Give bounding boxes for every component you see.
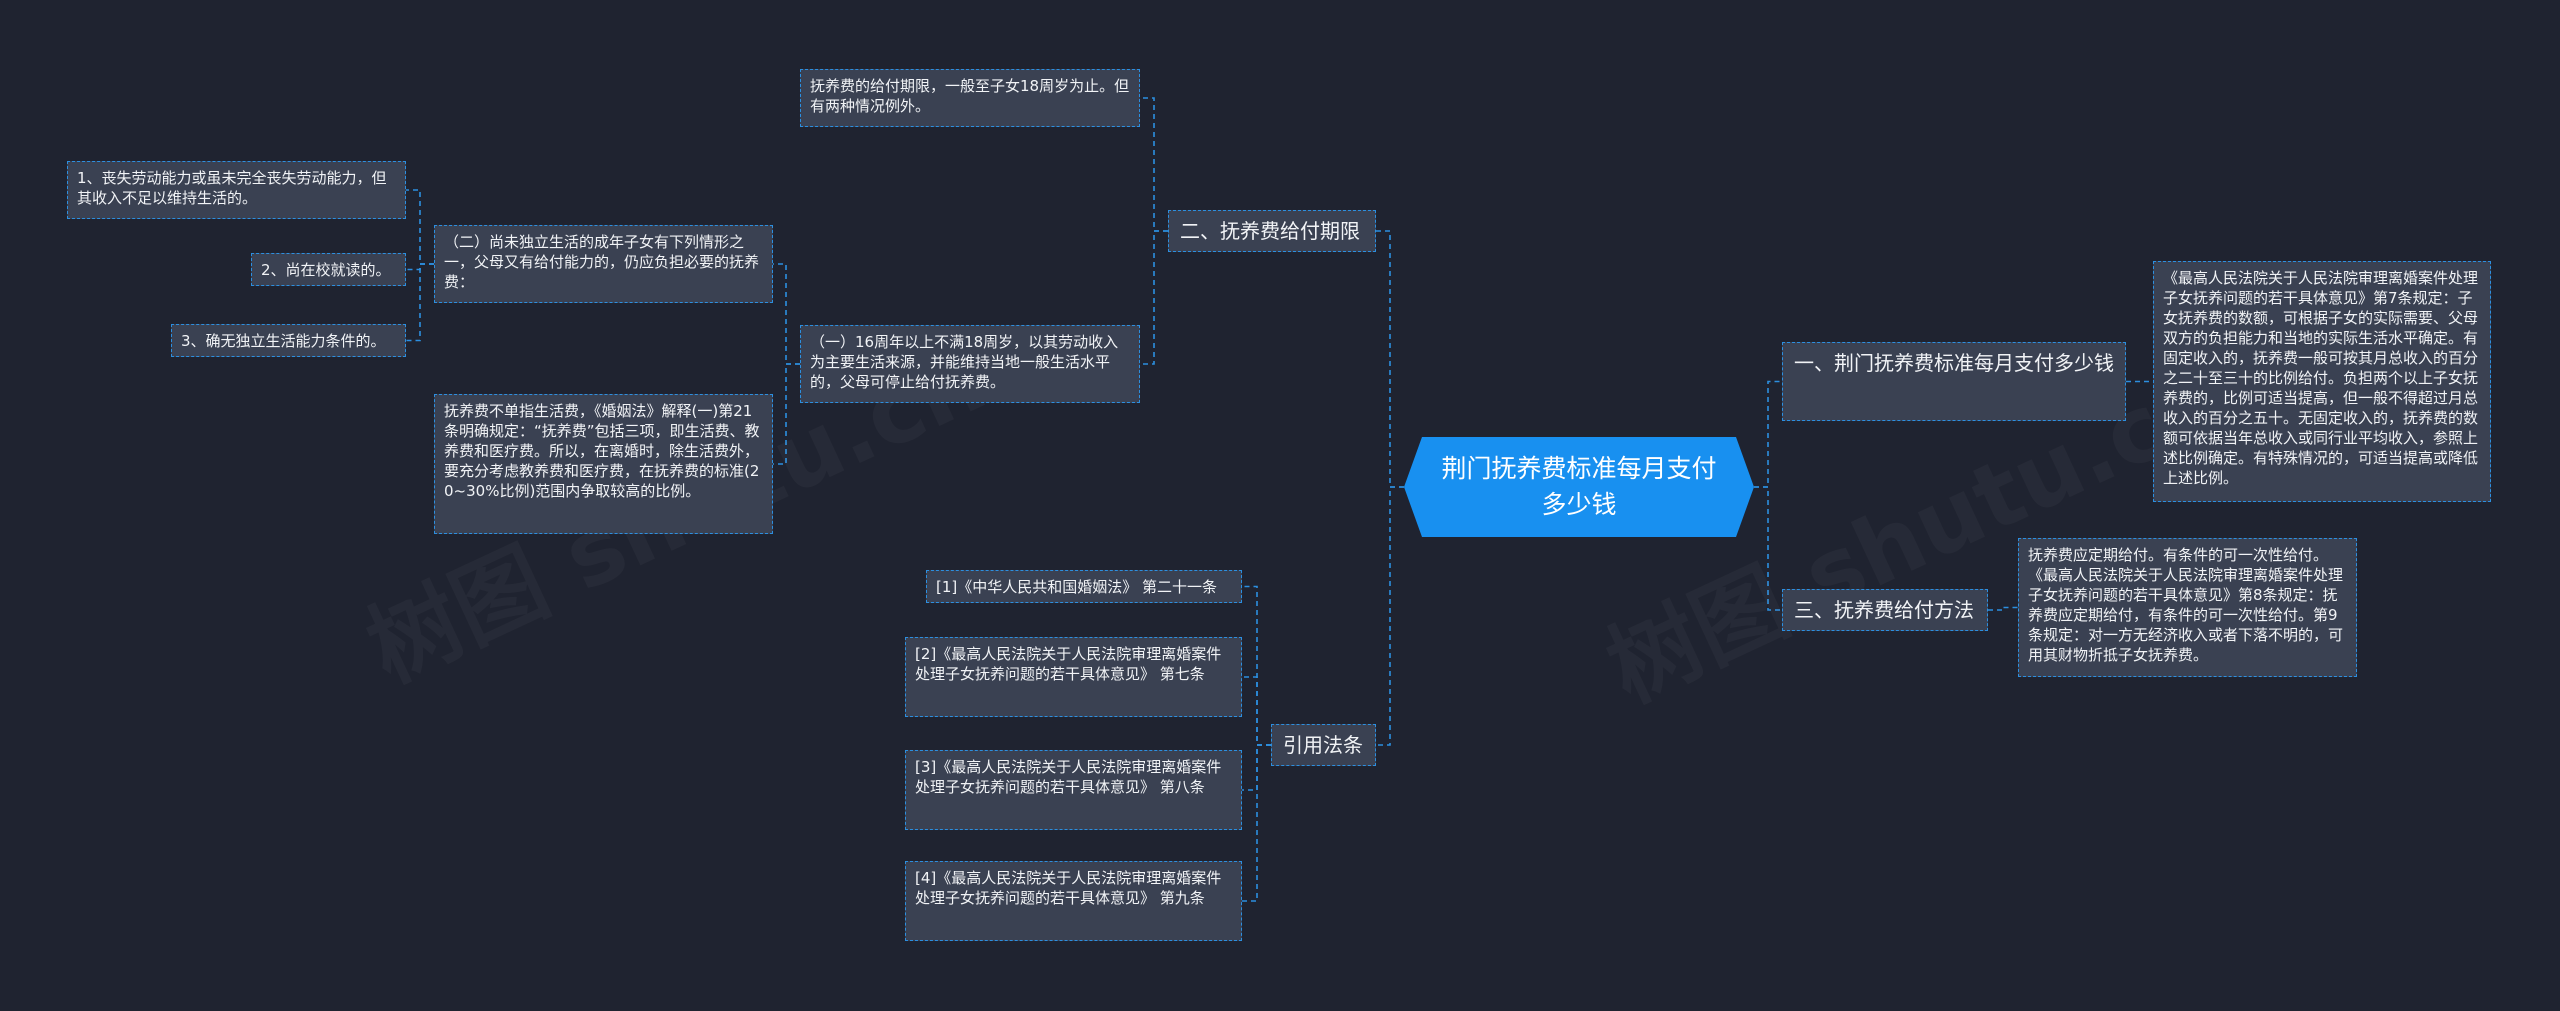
leaf-payment-period-note[interactable]: 抚养费的给付期限，一般至子女18周岁为止。但有两种情况例外。 xyxy=(800,69,1140,127)
branch-monthly-standard[interactable]: 一、荆门抚养费标准每月支付多少钱 xyxy=(1782,342,2126,421)
leaf-article-7-detail[interactable]: 《最高人民法院关于人民法院审理离婚案件处理子女抚养问题的若干具体意见》第7条规定… xyxy=(2153,261,2491,502)
leaf-law-3[interactable]: [3]《最高人民法院关于人民法院审理离婚案件处理子女抚养问题的若干具体意见》 第… xyxy=(905,750,1242,830)
branch-payment-period[interactable]: 二、抚养费给付期限 xyxy=(1168,210,1376,252)
link-case1-case2 xyxy=(773,263,800,365)
branch-cited-laws[interactable]: 引用法条 xyxy=(1271,724,1376,766)
link-case1-note xyxy=(773,363,800,465)
leaf-law-1[interactable]: [1]《中华人民共和国婚姻法》 第二十一条 xyxy=(926,570,1242,603)
link-root-b4 xyxy=(1376,486,1404,746)
leaf-condition-3[interactable]: 3、确无独立生活能力条件的。 xyxy=(171,324,406,357)
leaf-case-two[interactable]: （二）尚未独立生活的成年子女有下列情形之一，父母又有给付能力的，仍应负担必要的抚… xyxy=(434,225,773,303)
root-topic[interactable]: 荆门抚养费标准每月支付多少钱 xyxy=(1404,437,1754,537)
link-b2-case1 xyxy=(1140,230,1168,365)
leaf-case-one[interactable]: （一）16周年以上不满18周岁，以其劳动收入为主要生活来源，并能维持当地一般生活… xyxy=(800,325,1140,403)
link-root-b2 xyxy=(1376,230,1404,488)
leaf-law-4[interactable]: [4]《最高人民法院关于人民法院审理离婚案件处理子女抚养问题的若干具体意见》 第… xyxy=(905,861,1242,941)
link-case2-sub1 xyxy=(406,189,434,265)
link-case2-sub3 xyxy=(406,263,434,342)
link-laws-4 xyxy=(1242,744,1271,902)
link-root-b1 xyxy=(1754,380,1782,488)
link-root-b3 xyxy=(1754,486,1782,611)
link-b3-detail xyxy=(1988,606,2018,611)
branch-payment-method[interactable]: 三、抚养费给付方法 xyxy=(1782,589,1988,631)
link-b2-period xyxy=(1140,97,1168,232)
leaf-law-2[interactable]: [2]《最高人民法院关于人民法院审理离婚案件处理子女抚养问题的若干具体意见》 第… xyxy=(905,637,1242,717)
leaf-condition-1[interactable]: 1、丧失劳动能力或虽未完全丧失劳动能力，但其收入不足以维持生活的。 xyxy=(67,161,406,219)
link-laws-1 xyxy=(1242,585,1271,746)
leaf-payment-method-detail[interactable]: 抚养费应定期给付。有条件的可一次性给付。《最高人民法院关于人民法院审理离婚案件处… xyxy=(2018,538,2357,677)
leaf-case-two-explanation[interactable]: 抚养费不单指生活费，《婚姻法》解释(一)第21条明确规定：“抚养费”包括三项，即… xyxy=(434,394,773,534)
link-laws-2 xyxy=(1242,676,1271,746)
leaf-condition-2[interactable]: 2、尚在校就读的。 xyxy=(251,253,406,286)
